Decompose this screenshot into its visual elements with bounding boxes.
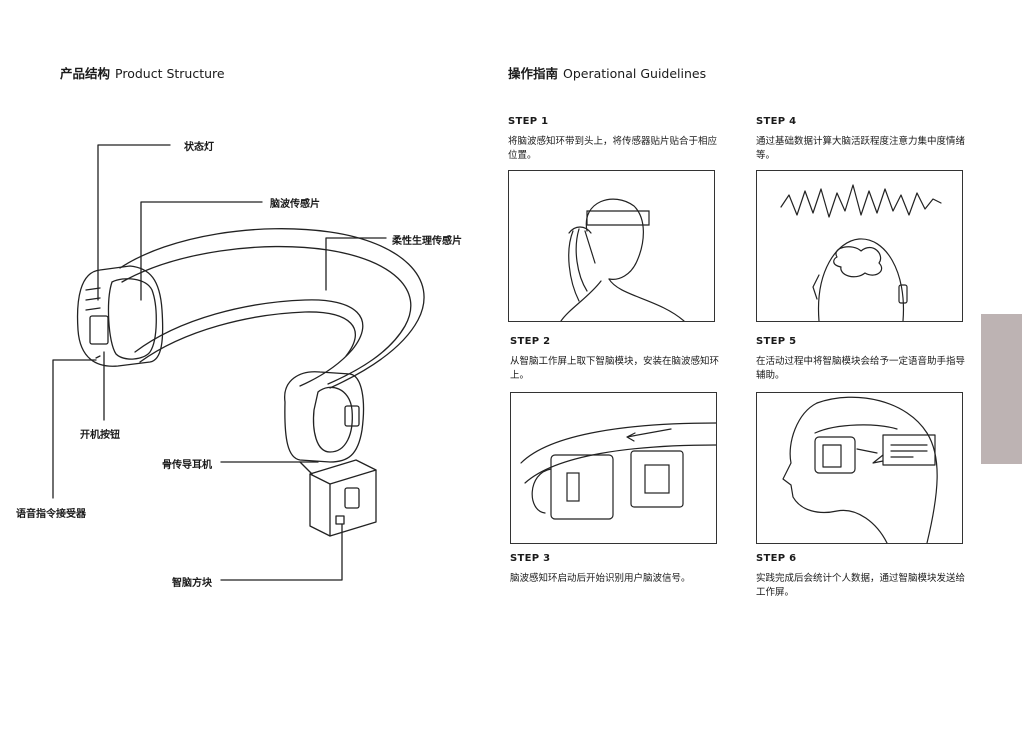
side-tab — [981, 314, 1022, 464]
product-structure-title: 产品结构 Product Structure — [60, 63, 225, 82]
callout-bone-earphone: 骨传导耳机 — [162, 460, 212, 471]
step-4-illustration — [756, 170, 963, 322]
callout-voice-receiver: 语音指令接受器 — [16, 509, 86, 520]
step-2-illustration — [510, 392, 717, 544]
callout-status-light: 状态灯 — [184, 142, 214, 153]
step-5-label: STEP 5 — [756, 336, 797, 347]
step-3-text: 脑波感知环启动后开始识别用户脑波信号。 — [510, 573, 691, 584]
callout-flex-sensor: 柔性生理传感片 — [392, 236, 462, 247]
callout-power-button: 开机按钮 — [80, 430, 120, 441]
step-5-illustration — [756, 392, 963, 544]
guide-title-en: Operational Guidelines — [563, 66, 707, 81]
step-1-label: STEP 1 — [508, 116, 549, 127]
callout-eeg-sensor: 脑波传感片 — [270, 199, 320, 210]
step-2-text: 从智脑工作屏上取下智脑模块，安装在脑波感知环上。 — [510, 356, 720, 381]
step-4-label: STEP 4 — [756, 116, 797, 127]
guide-title-zh: 操作指南 — [508, 66, 559, 81]
step-6-label: STEP 6 — [756, 553, 797, 564]
step-1-text: 将脑波感知环带到头上，将传感器贴片贴合于相应位置。 — [508, 136, 718, 161]
operational-guidelines-title: 操作指南 Operational Guidelines — [508, 63, 706, 82]
callout-brain-cube: 智脑方块 — [172, 578, 212, 589]
step-5-text: 在活动过程中将智脑模块会给予一定语音助手指导辅助。 — [756, 356, 966, 381]
product-title-zh: 产品结构 — [60, 66, 111, 81]
step-3-label: STEP 3 — [510, 553, 551, 564]
step-2-label: STEP 2 — [510, 336, 551, 347]
product-title-en: Product Structure — [115, 66, 225, 81]
step-6-text: 实践完成后会统计个人数据，通过智脑模块发送给工作屏。 — [756, 573, 966, 598]
step-1-illustration — [508, 170, 715, 322]
step-4-text: 通过基础数据计算大脑活跃程度注意力集中度情绪等。 — [756, 136, 966, 161]
product-diagram — [0, 0, 500, 729]
